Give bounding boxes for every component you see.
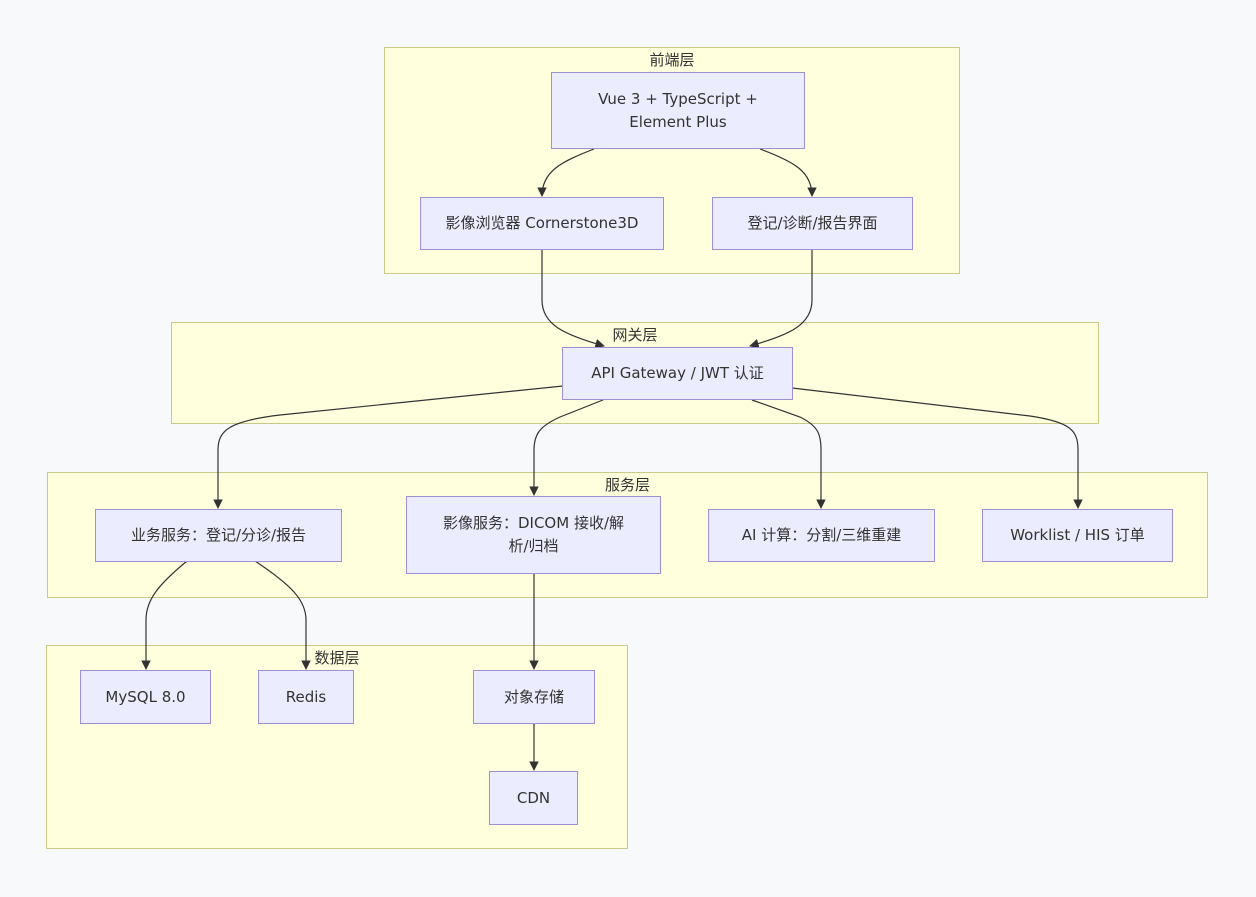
edge-vue-to-viewer bbox=[537, 148, 595, 197]
node-api-gateway[interactable]: API Gateway / JWT 认证 bbox=[562, 347, 793, 400]
node-ui-screens-label: 登记/诊断/报告界面 bbox=[747, 214, 878, 232]
node-worklist-his[interactable]: Worklist / HIS 订单 bbox=[982, 509, 1173, 562]
edge-ui-to-gateway bbox=[749, 249, 813, 349]
edge-gateway-to-worklist bbox=[791, 387, 1083, 509]
node-vue-stack[interactable]: Vue 3 + TypeScript + Element Plus bbox=[551, 72, 805, 149]
node-redis-label: Redis bbox=[285, 687, 327, 706]
edge-gateway-to-ai bbox=[751, 399, 826, 509]
node-worklist-his-label: Worklist / HIS 订单 bbox=[1010, 526, 1145, 544]
node-ui-screens[interactable]: 登记/诊断/报告界面 bbox=[712, 197, 913, 250]
cluster-frontend-title: 前端层 bbox=[649, 51, 695, 69]
node-api-gateway-label: API Gateway / JWT 认证 bbox=[591, 364, 764, 382]
edge-gateway-to-image bbox=[529, 399, 604, 496]
node-mysql-label: MySQL 8.0 bbox=[105, 687, 186, 706]
node-image-service-label: 影像服务：DICOM 接收/解析/归档 bbox=[442, 514, 625, 555]
edge-vue-to-ui bbox=[759, 148, 817, 197]
node-business-service-label: 业务服务：登记/分诊/报告 bbox=[130, 526, 307, 544]
node-image-service[interactable]: 影像服务：DICOM 接收/解析/归档 bbox=[406, 496, 661, 574]
node-vue-stack-label: Vue 3 + TypeScript + Element Plus bbox=[598, 89, 758, 131]
cluster-gateway: 网关层 bbox=[171, 322, 1099, 424]
cluster-gateway-title: 网关层 bbox=[612, 326, 658, 344]
cluster-data-title: 数据层 bbox=[314, 649, 360, 667]
node-object-storage-label: 对象存储 bbox=[503, 687, 564, 706]
node-cdn[interactable]: CDN bbox=[489, 771, 578, 825]
edge-gateway-to-biz bbox=[213, 385, 564, 509]
cluster-service-title: 服务层 bbox=[604, 476, 650, 494]
node-ai-compute[interactable]: AI 计算：分割/三维重建 bbox=[708, 509, 935, 562]
edge-biz-to-mysql bbox=[141, 560, 188, 670]
node-redis[interactable]: Redis bbox=[258, 670, 354, 724]
node-object-storage[interactable]: 对象存储 bbox=[473, 670, 595, 724]
node-ai-compute-label: AI 计算：分割/三维重建 bbox=[741, 526, 902, 544]
node-cdn-label: CDN bbox=[516, 788, 551, 807]
node-image-viewer-label: 影像浏览器 Cornerstone3D bbox=[445, 214, 639, 232]
node-business-service[interactable]: 业务服务：登记/分诊/报告 bbox=[95, 509, 342, 562]
edge-biz-to-redis bbox=[254, 560, 311, 670]
edge-viewer-to-gateway bbox=[541, 249, 605, 349]
node-image-viewer[interactable]: 影像浏览器 Cornerstone3D bbox=[420, 197, 664, 250]
node-mysql[interactable]: MySQL 8.0 bbox=[80, 670, 211, 724]
